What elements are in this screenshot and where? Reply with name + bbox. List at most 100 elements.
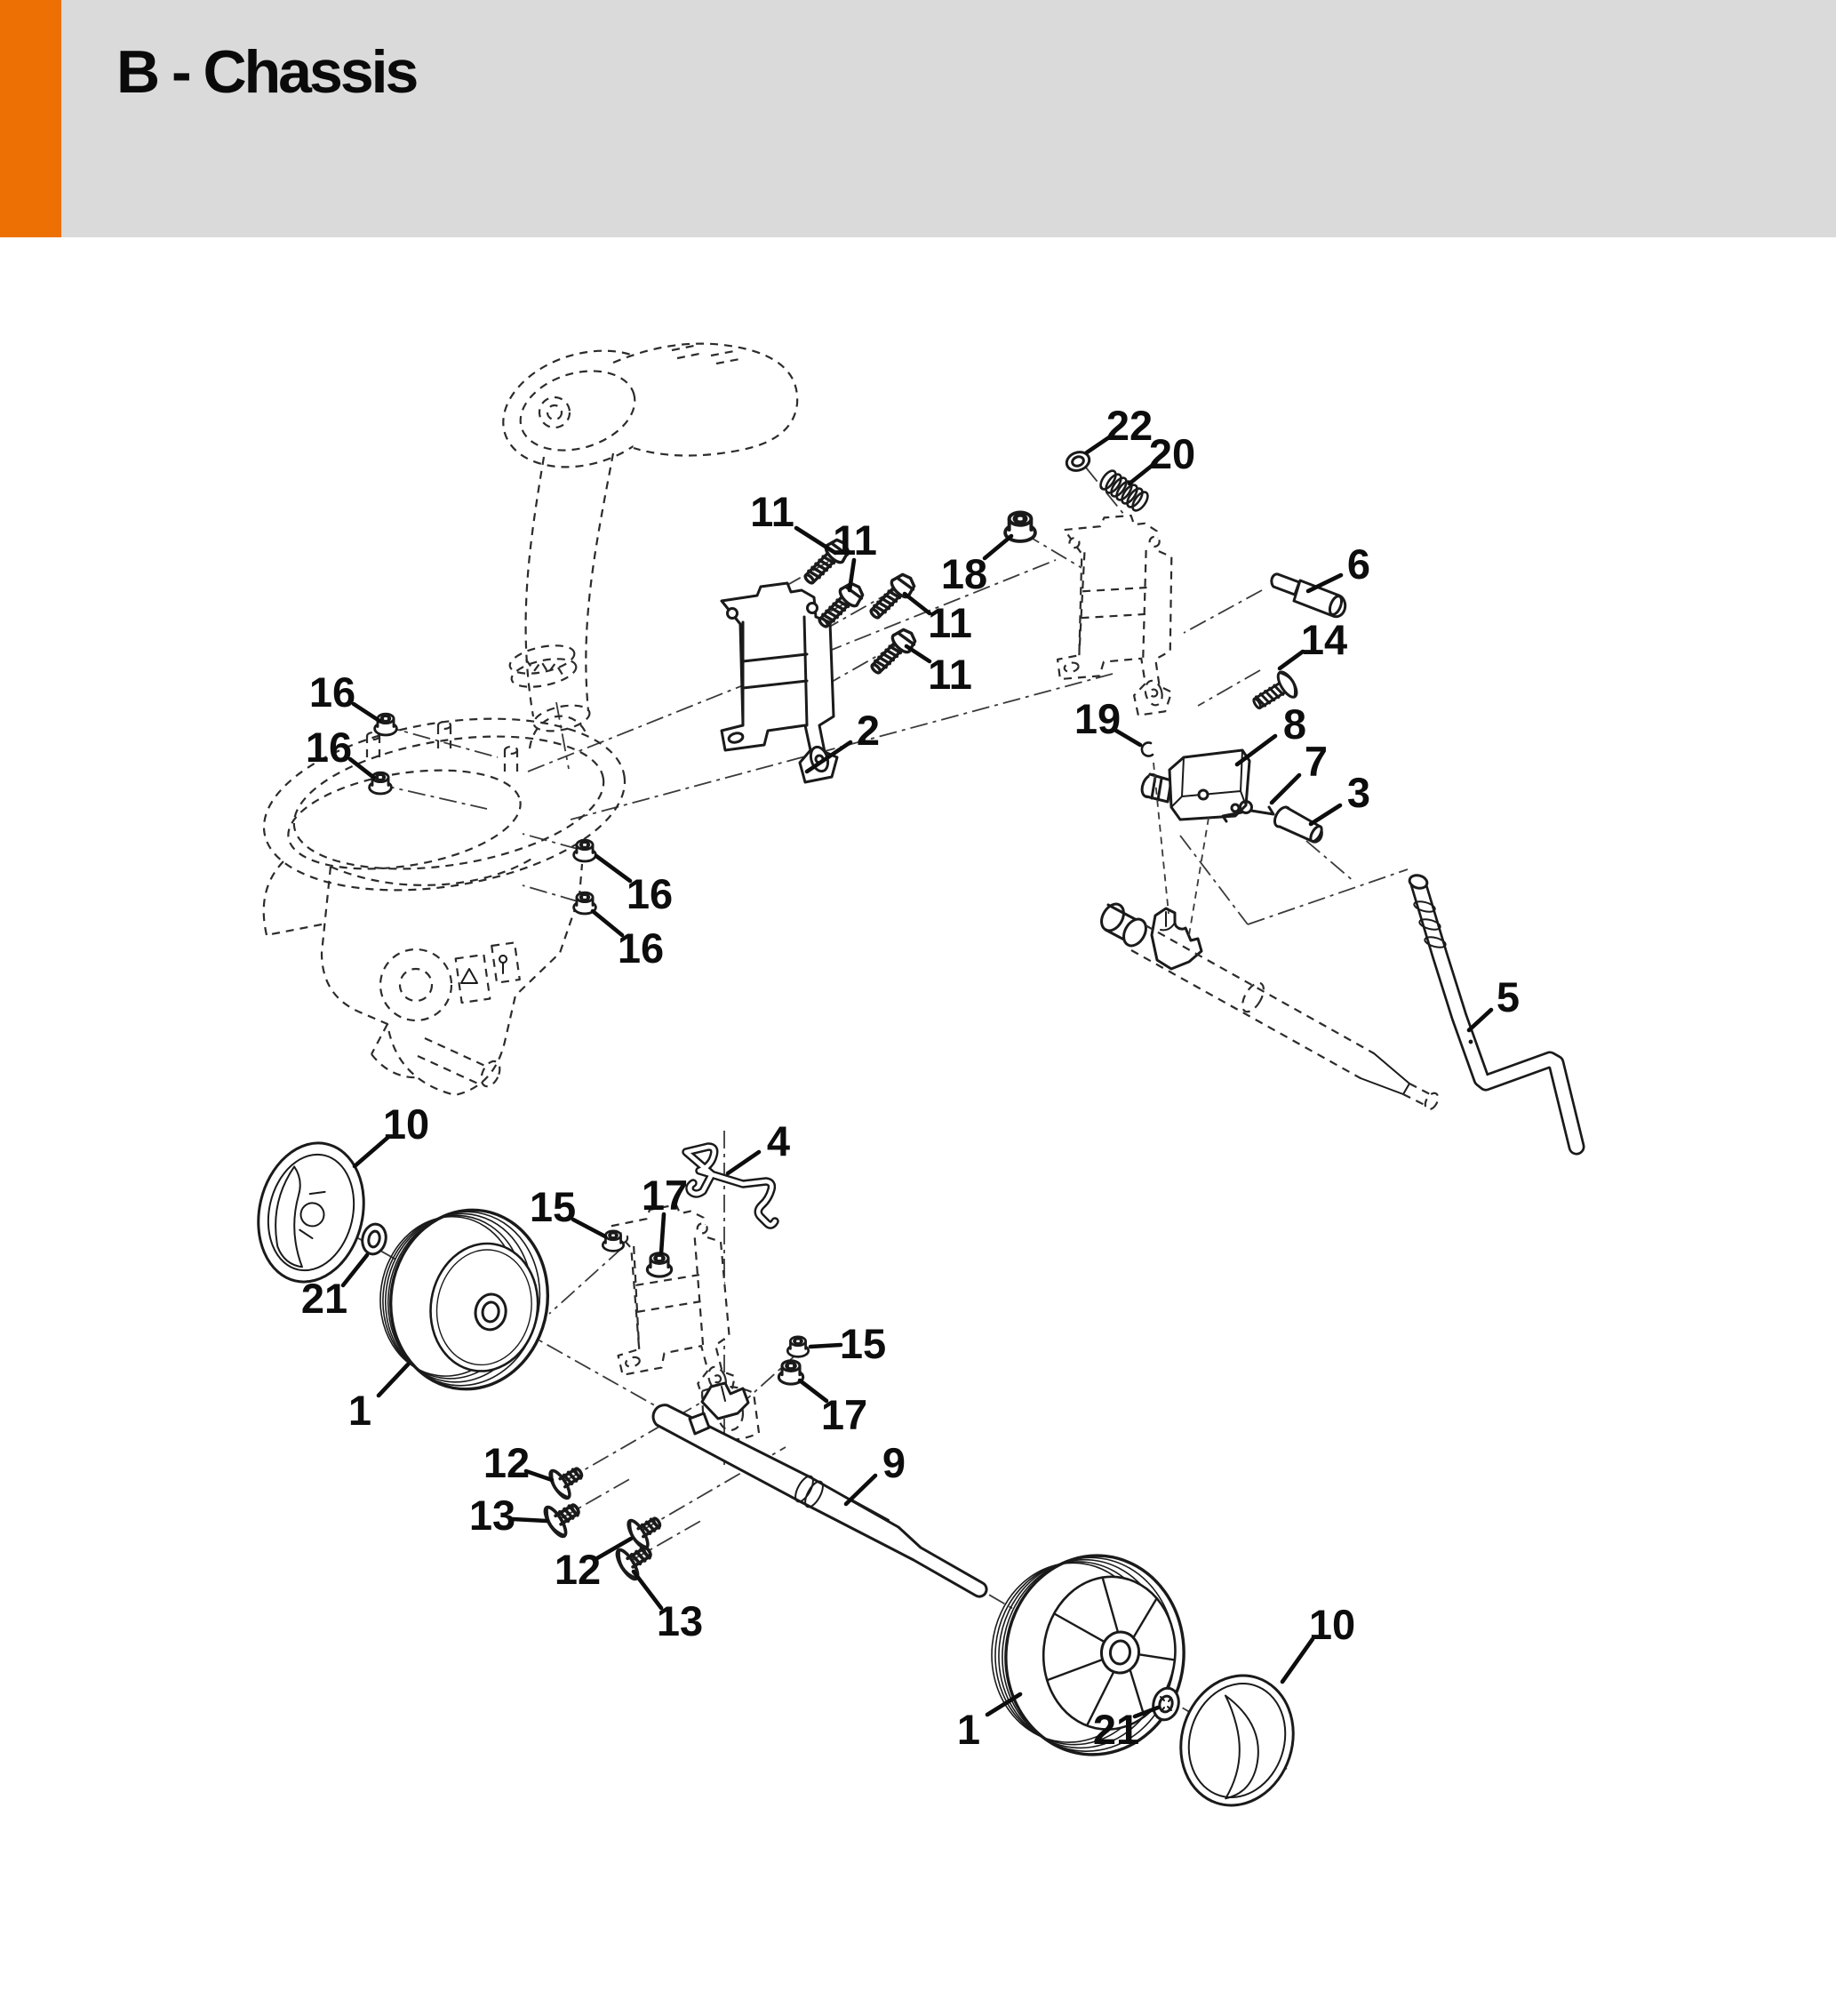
callout-21-23: 21 — [301, 1252, 370, 1322]
callout-leader-line — [510, 1516, 549, 1524]
callout-number: 4 — [767, 1117, 790, 1164]
callout-leader-line — [1127, 463, 1154, 486]
callout-17-26: 17 — [797, 1378, 867, 1438]
callout-1-33: 1 — [957, 1692, 1023, 1753]
callout-number: 13 — [469, 1492, 515, 1539]
callout-leader-line — [523, 1468, 555, 1483]
callout-16-17: 16 — [590, 908, 664, 972]
part-21-washer-right — [1152, 1686, 1180, 1722]
callout-10-32: 10 — [1280, 1601, 1355, 1684]
callout-number: 21 — [301, 1275, 347, 1322]
callout-leader-line — [590, 908, 625, 938]
callout-number: 18 — [941, 550, 987, 597]
callout-number: 16 — [309, 668, 355, 716]
callout-number: 22 — [1106, 402, 1153, 449]
callout-number: 11 — [750, 488, 794, 535]
callout-number: 17 — [821, 1391, 867, 1438]
callout-leader-line — [725, 1149, 762, 1176]
callout-number: 6 — [1347, 540, 1370, 588]
callout-leader-line — [1277, 649, 1305, 671]
callout-6-7: 6 — [1305, 540, 1370, 594]
phantom-tine-shaft — [1100, 902, 1440, 1111]
callout-15-21: 15 — [530, 1183, 608, 1239]
part-4-spring-wire — [682, 1142, 779, 1229]
callout-leader-line — [1269, 772, 1302, 805]
callout-number: 9 — [882, 1439, 906, 1486]
callout-8-13: 8 — [1234, 700, 1306, 767]
callout-number: 11 — [928, 599, 972, 646]
part-22-washer — [1065, 451, 1091, 472]
callout-leader-line — [1280, 1636, 1315, 1684]
callout-11-0: 11 — [750, 488, 838, 556]
callout-number: 16 — [306, 724, 352, 771]
callout-number: 11 — [833, 516, 877, 564]
callout-number: 12 — [483, 1439, 530, 1486]
part-17-nut — [645, 1252, 674, 1278]
callout-17-22: 17 — [642, 1172, 688, 1256]
callout-22-5: 22 — [1084, 402, 1153, 455]
callout-18-2: 18 — [941, 533, 1014, 597]
callout-number: 19 — [1074, 695, 1121, 742]
callout-leader-line — [376, 1362, 411, 1398]
callout-number: 2 — [857, 707, 880, 754]
callout-11-1: 11 — [833, 516, 877, 593]
part-20-spring — [1099, 469, 1149, 512]
callout-leader-line — [1084, 435, 1112, 455]
callout-19-12: 19 — [1074, 695, 1143, 748]
callout-leader-line — [595, 1536, 634, 1561]
callout-leader-line — [794, 525, 838, 556]
callout-number: 14 — [1301, 616, 1347, 663]
callout-10-19: 10 — [352, 1100, 429, 1169]
callout-number: 16 — [627, 870, 673, 917]
callout-5-18: 5 — [1466, 973, 1520, 1033]
callout-number: 13 — [657, 1597, 703, 1644]
callout-leader-line — [1132, 1705, 1161, 1719]
callout-leader-line — [340, 1252, 370, 1288]
part-15-nut — [601, 1229, 626, 1252]
part-19-clip — [1140, 741, 1154, 757]
callout-number: 10 — [1309, 1601, 1355, 1648]
callout-number: 15 — [840, 1320, 886, 1367]
callout-leader-line — [985, 1692, 1023, 1717]
callout-leader-line — [904, 644, 932, 664]
callout-number: 12 — [555, 1546, 601, 1593]
callout-4-20: 4 — [725, 1117, 790, 1176]
header-accent-bar — [0, 0, 61, 237]
part-6-pin — [1270, 572, 1347, 619]
callout-number: 3 — [1347, 769, 1370, 816]
callout-leader-line — [571, 1217, 608, 1239]
callout-9-28: 9 — [843, 1439, 906, 1507]
callout-number: 15 — [530, 1183, 576, 1230]
callout-number: 8 — [1283, 700, 1306, 748]
callout-21-34: 21 — [1093, 1705, 1161, 1753]
part-10-hub-cap-left — [257, 1141, 365, 1284]
callout-11-4: 11 — [904, 644, 972, 698]
callout-leader-line — [804, 740, 853, 774]
callout-number: 21 — [1093, 1706, 1139, 1753]
callout-leader-line — [1234, 733, 1278, 767]
part-14-bolt — [1252, 670, 1298, 710]
callout-leader-line — [659, 1212, 667, 1256]
callout-leader-line — [347, 756, 377, 780]
callout-number: 1 — [348, 1387, 371, 1434]
callout-leader-line — [1114, 728, 1143, 748]
callout-number: 5 — [1497, 973, 1520, 1020]
part-2-mount-bracket — [720, 581, 839, 784]
callout-number: 1 — [957, 1706, 980, 1753]
phantom-steering-column — [502, 342, 799, 732]
callout-13-31: 13 — [631, 1569, 703, 1644]
callout-12-30: 12 — [555, 1536, 634, 1593]
callout-leader-line — [902, 591, 932, 616]
callout-16-16: 16 — [594, 853, 673, 917]
callout-3-15: 3 — [1308, 769, 1370, 827]
callout-20-6: 20 — [1127, 430, 1195, 486]
phantom-carrier-bracket-lower — [609, 1201, 738, 1409]
callout-leader-line — [1305, 572, 1344, 594]
callout-leader-line — [808, 1342, 843, 1349]
callout-number: 16 — [618, 924, 664, 972]
part-8-pivot-housing — [1140, 748, 1251, 821]
callout-leader-line — [352, 1135, 390, 1169]
phantom-gear-housing — [262, 715, 627, 1097]
callout-leader-line — [1466, 1007, 1494, 1033]
